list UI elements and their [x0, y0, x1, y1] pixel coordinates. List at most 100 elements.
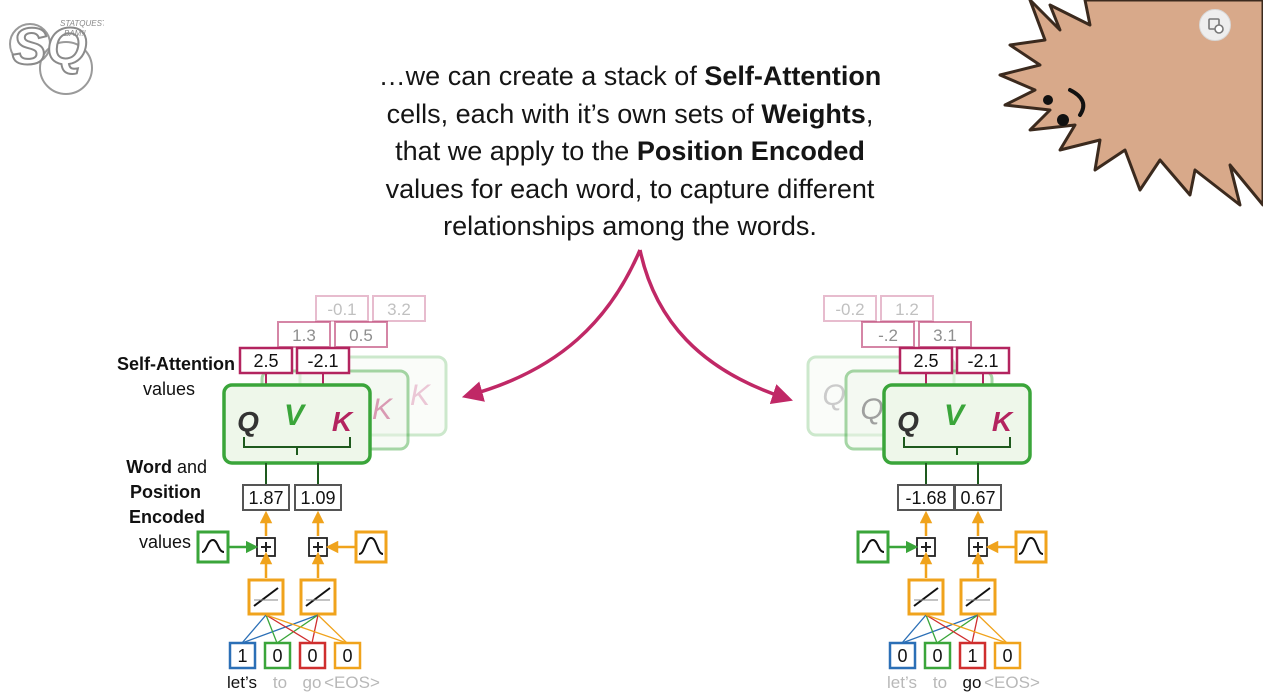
sine-box	[856, 530, 890, 564]
ghost-value-text: 3.1	[933, 326, 957, 345]
ghost-glyph: K	[410, 379, 432, 412]
sine-wave-icon	[861, 538, 885, 553]
cosine-box	[354, 530, 388, 564]
encoded-value: 1.87	[248, 488, 283, 508]
one-hot-value: 0	[342, 646, 352, 666]
value-glyph: V	[944, 399, 967, 432]
one-hot-box	[298, 641, 327, 670]
caption-line-2: cells, each with it’s own sets of Weight…	[300, 96, 960, 134]
word-label: go	[303, 673, 322, 692]
caption-line-1: …we can create a stack of Self-Attention	[300, 58, 960, 96]
one-hot-box	[333, 641, 362, 670]
ghost-value-boxes: 1.3 0.5	[277, 321, 388, 348]
one-hot-value: 0	[272, 646, 282, 666]
caption-text: that we apply to the	[395, 136, 637, 166]
self-attention-value: 2.5	[253, 351, 278, 371]
weight-line	[901, 614, 927, 644]
bell-curve-icon	[358, 536, 384, 555]
linear-icon	[305, 587, 331, 607]
weight-line	[241, 614, 319, 644]
label-and: and	[171, 457, 207, 477]
one-hot-box	[263, 641, 292, 670]
word-position-encoded-label: Word and Position Encoded values	[60, 455, 207, 555]
cosine-box	[1014, 530, 1048, 564]
word-label: go	[963, 673, 982, 692]
linear-icon	[965, 587, 991, 607]
caption-line-3: that we apply to the Position Encoded	[300, 133, 960, 171]
encoded-value-box	[954, 484, 1002, 511]
word-label: let’s	[227, 673, 257, 692]
weight-line	[901, 614, 979, 644]
encoded-value-box	[242, 484, 290, 511]
logo-small-word: STATQUEST	[60, 19, 104, 28]
squatch-character	[998, 0, 1263, 207]
one-hot-box	[993, 641, 1022, 670]
settings-button[interactable]	[1199, 9, 1231, 41]
ghost-value-box	[823, 295, 877, 322]
weight-line	[241, 614, 267, 644]
plus-sign	[921, 542, 931, 552]
linear-icon	[253, 587, 279, 607]
one-hot-value: 0	[307, 646, 317, 666]
weight-line	[977, 614, 1008, 644]
plus-sign	[313, 542, 323, 552]
word-label: to	[933, 673, 947, 692]
weight-line	[317, 614, 348, 644]
slide-caption: …we can create a stack of Self-Attention…	[300, 58, 960, 246]
curved-arrow	[461, 249, 793, 405]
ghost-glyph: K	[372, 393, 394, 426]
ghost-value-box	[372, 295, 426, 322]
ghost-value-box	[334, 321, 388, 348]
label-encoded: Encoded	[128, 507, 205, 527]
query-glyph: Q	[237, 406, 259, 437]
label-position: Position	[130, 482, 201, 502]
sine-box	[196, 530, 230, 564]
one-hot-value: 0	[932, 646, 942, 666]
cell-bracket	[243, 437, 351, 455]
self-attention-cell	[882, 383, 1032, 465]
label-self-attention: Self-Attention	[117, 354, 235, 374]
plus-sign	[973, 542, 983, 552]
key-glyph: K	[992, 406, 1014, 437]
one-hot-box	[888, 641, 917, 670]
weight-line	[265, 614, 348, 644]
encoded-value: 0.67	[960, 488, 995, 508]
encoded-value: -1.68	[905, 488, 946, 508]
ghost-value-box	[277, 321, 331, 348]
one-hot-value: 1	[237, 646, 247, 666]
self-attention-value: 2.5	[913, 351, 938, 371]
caption-text: …we can create a stack of	[378, 61, 705, 91]
weight-line	[265, 614, 278, 644]
weight-line	[311, 614, 319, 644]
self-attention-value-box	[898, 346, 954, 375]
label-values: values	[142, 379, 195, 399]
word-label: <EOS>	[324, 673, 380, 692]
weight-line	[971, 614, 979, 644]
word-label: <EOS>	[984, 673, 1040, 692]
label-values-2: values	[138, 532, 191, 552]
ghost-value-text: 3.2	[387, 300, 411, 319]
caption-bold: Self-Attention	[704, 61, 882, 91]
ghost-value-text: 0.5	[349, 326, 373, 345]
cell-bracket	[903, 437, 1011, 455]
ghost-value-boxes: -.2 3.1	[861, 321, 972, 348]
ghost-value-text: -0.2	[835, 300, 864, 319]
self-attention-value-box	[955, 346, 1011, 375]
weight-line	[276, 614, 319, 644]
caption-bold: Weights	[761, 98, 866, 129]
plus-sign	[261, 542, 271, 552]
ghost-value-text: 1.3	[292, 326, 316, 345]
key-glyph: K	[332, 406, 354, 437]
one-hot-box	[923, 641, 952, 670]
linear-icon	[913, 587, 939, 607]
one-hot-value: 0	[897, 646, 907, 666]
ghost-value-text: -.2	[878, 326, 898, 345]
query-glyph: Q	[897, 406, 919, 437]
ghost-value-box	[315, 295, 369, 322]
caption-bold: Position Encoded	[636, 136, 865, 166]
self-attention-value-box	[238, 346, 294, 375]
